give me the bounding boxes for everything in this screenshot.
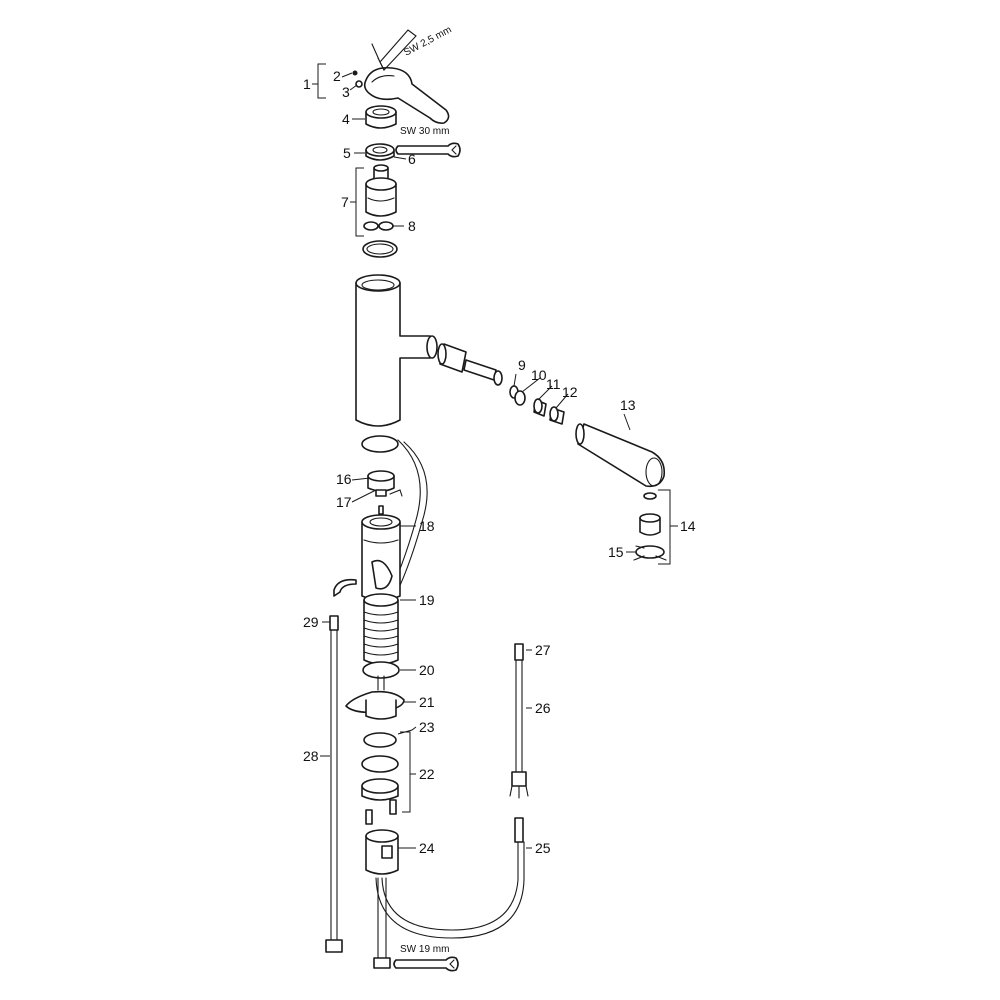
leader-lines — [312, 63, 678, 849]
fixing-plate — [361, 778, 399, 801]
label-6: 6 — [408, 151, 416, 167]
pin — [378, 505, 384, 515]
washer-22 — [361, 755, 399, 773]
grub-screw — [352, 70, 358, 76]
wrench-sw30-label: SW 30 mm — [400, 126, 449, 137]
retaining-clip — [333, 578, 357, 597]
washer-23 — [363, 732, 397, 748]
diverter — [367, 470, 403, 497]
hose-loop — [381, 841, 519, 931]
label-17: 17 — [336, 494, 352, 510]
label-15: 15 — [608, 544, 624, 560]
cartridge — [365, 164, 397, 217]
stabilizer-plate — [345, 690, 405, 720]
label-13: 13 — [620, 397, 636, 413]
label-3: 3 — [342, 84, 350, 100]
lever-handle — [363, 66, 450, 124]
label-10: 10 — [531, 367, 547, 383]
label-28: 28 — [303, 748, 319, 764]
label-1: 1 — [303, 76, 311, 92]
hose-end-25 — [514, 817, 524, 843]
supply-hose-26 — [509, 643, 529, 799]
mounting-sleeve — [361, 514, 401, 601]
cap-ring — [365, 105, 397, 129]
label-23: 23 — [419, 719, 435, 735]
label-2: 2 — [333, 68, 341, 84]
label-21: 21 — [419, 694, 435, 710]
label-25: 25 — [535, 840, 551, 856]
aerator-washer — [643, 492, 657, 500]
label-26: 26 — [535, 700, 551, 716]
label-12: 12 — [562, 384, 578, 400]
aerator — [639, 513, 661, 536]
label-4: 4 — [342, 111, 350, 127]
supply-hose-28 — [325, 615, 343, 953]
sleeve-11 — [533, 398, 547, 417]
supply-hose-center — [377, 877, 387, 961]
part-numbers: 1 2 3 4 5 6 7 8 9 10 11 12 13 14 15 16 1… — [303, 68, 696, 856]
hose-nut-bottom — [373, 957, 391, 969]
label-20: 20 — [419, 662, 435, 678]
sleeve-12 — [549, 406, 565, 425]
label-5: 5 — [343, 145, 351, 161]
center-rod — [377, 675, 385, 691]
wrench-sw19-label: SW 19 mm — [400, 944, 449, 955]
threaded-nut — [365, 143, 395, 161]
label-9: 9 — [518, 357, 526, 373]
o-ring-large — [362, 240, 398, 258]
hex-key-label: SW 2,5 mm — [402, 24, 453, 58]
hose-loop-outer — [375, 841, 525, 939]
o-ring-large-inner — [366, 243, 394, 255]
label-16: 16 — [336, 471, 352, 487]
label-14: 14 — [680, 518, 696, 534]
spout-connector — [437, 343, 503, 386]
threaded-shank — [363, 593, 399, 665]
label-7: 7 — [341, 194, 349, 210]
wrench-sw19 — [393, 956, 459, 972]
fixing-screws — [365, 799, 397, 825]
label-8: 8 — [408, 218, 416, 234]
wrench-sw30 — [395, 142, 461, 158]
label-19: 19 — [419, 592, 435, 608]
o-ring-20 — [362, 661, 400, 679]
o-ring-small-10 — [514, 390, 526, 406]
label-11: 11 — [546, 376, 561, 392]
seal-pair — [363, 221, 394, 231]
label-29: 29 — [303, 614, 319, 630]
label-22: 22 — [419, 766, 435, 782]
spout — [575, 423, 666, 488]
hose-upper-outer — [391, 441, 428, 603]
aerator-clip — [633, 545, 667, 561]
hex-key-tool — [371, 29, 417, 71]
label-27: 27 — [535, 642, 551, 658]
cap-plug — [355, 80, 363, 88]
faucet-body — [355, 274, 438, 427]
hose-weight — [365, 829, 399, 875]
label-24: 24 — [419, 840, 435, 856]
label-18: 18 — [419, 518, 435, 534]
o-ring-body — [361, 435, 399, 453]
